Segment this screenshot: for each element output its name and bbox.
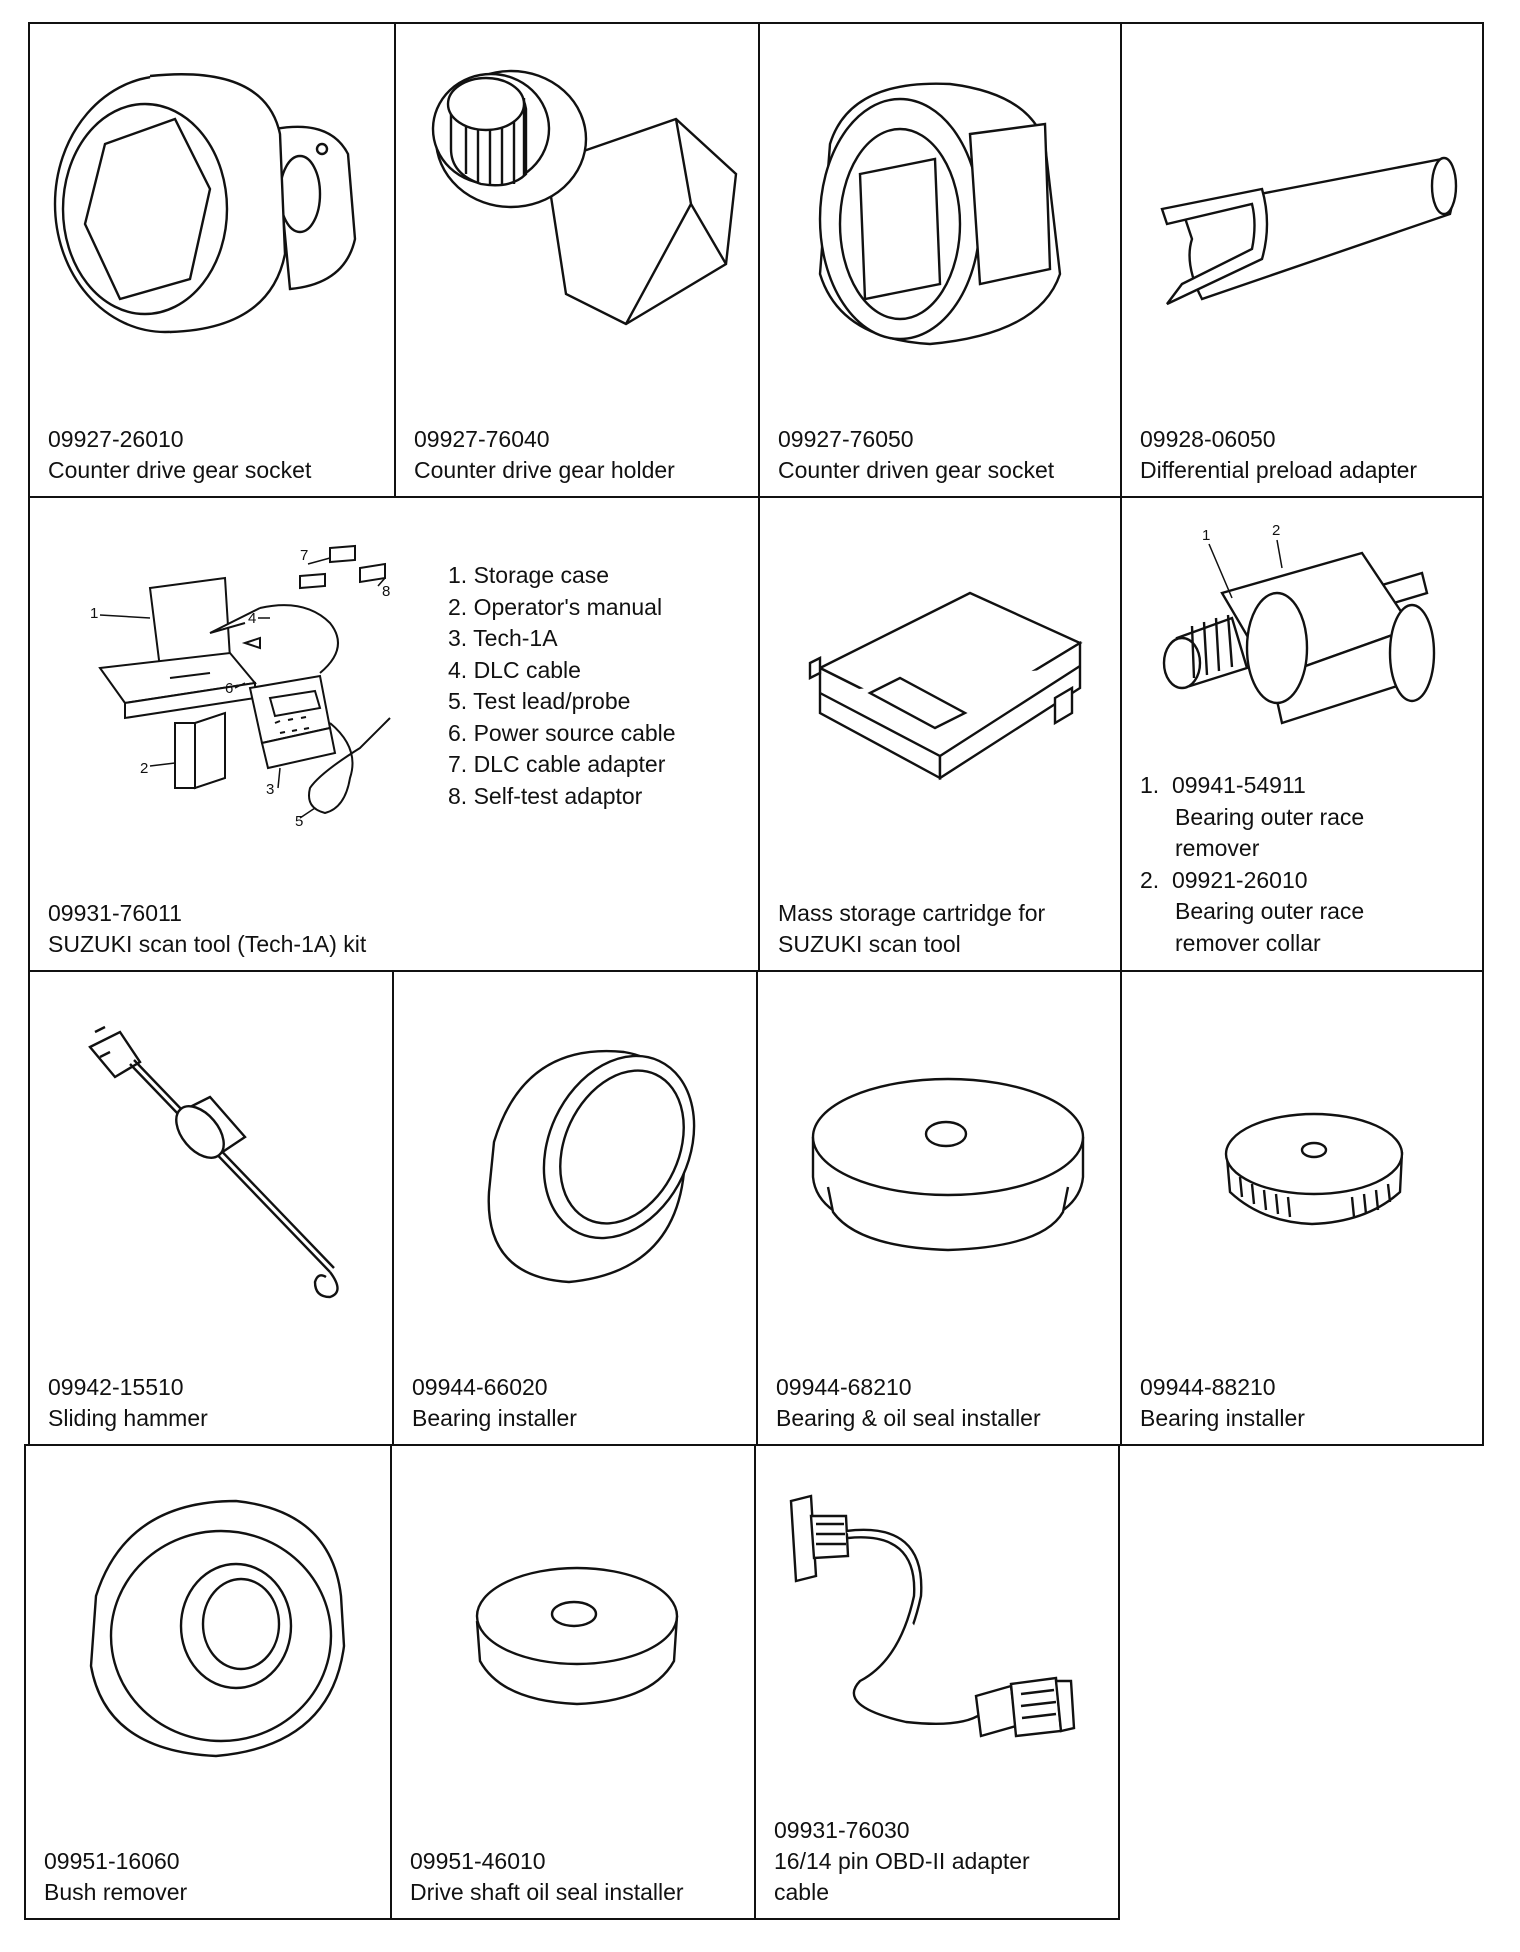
part-number: 09931-76011 [48, 900, 182, 926]
callout-1: 1 [90, 605, 98, 622]
knurled-disc-icon [1122, 972, 1482, 1302]
tool-caption: 09951-46010 Drive shaft oil seal install… [410, 1846, 684, 1908]
part-number: 09942-15510 [48, 1374, 184, 1400]
tool-cell-09931-76030: 09931-76030 16/14 pin OBD-II adapter cab… [754, 1444, 1120, 1920]
sliding-hammer-icon [30, 972, 392, 1302]
part-number: 09928-06050 [1140, 426, 1276, 452]
item-2-name: Bearing outer race [1175, 898, 1365, 924]
tool-caption: 09944-68210 Bearing & oil seal installer [776, 1372, 1041, 1434]
kit-item: 3. Tech-1A [448, 625, 558, 651]
tool-caption: 09942-15510 Sliding hammer [48, 1372, 208, 1434]
kit-item: 8. Self-test adaptor [448, 782, 643, 809]
part-number: 09951-16060 [44, 1848, 180, 1874]
bush-remover-icon [26, 1446, 390, 1776]
callout-6: 6 [225, 680, 233, 697]
tool-name: SUZUKI scan tool (Tech-1A) kit [48, 931, 367, 957]
tool-name: Bearing installer [412, 1405, 577, 1431]
callout-8: 8 [382, 583, 390, 600]
tool-name-line: Mass storage cartridge for [778, 900, 1046, 926]
tool-name: Differential preload adapter [1140, 457, 1418, 483]
tool-name-line: cable [774, 1879, 829, 1905]
kit-item: 2. Operator's manual [448, 593, 663, 620]
kit-item: 5. Test lead/probe [448, 688, 631, 714]
kit-item: 1. Storage case [448, 562, 610, 588]
kit-item: 6. Power source cable [448, 719, 676, 746]
tool-caption: 09928-06050 Differential preload adapter [1140, 424, 1417, 486]
tool-name: Counter drive gear holder [414, 457, 675, 483]
race-remover-icon: 1 2 [1122, 522, 1482, 758]
tool-name: Sliding hammer [48, 1405, 208, 1431]
callout-5: 5 [295, 813, 303, 830]
tool-cell-mass-storage-cartridge: Mass storage cartridge for SUZUKI scan t… [758, 496, 1122, 972]
tool-cell-09927-76040: 09927-76040 Counter drive gear holder [394, 22, 760, 498]
preload-adapter-icon [1122, 24, 1482, 354]
tool-caption: 09944-88210 Bearing installer [1140, 1372, 1305, 1434]
tool-name: Counter driven gear socket [778, 457, 1055, 483]
hex-socket-icon [30, 24, 394, 354]
kit-item: 7. DLC cable adapter [448, 751, 666, 777]
tool-caption: 09931-76030 16/14 pin OBD-II adapter cab… [774, 1815, 1030, 1908]
item-2-code: 2. 09921-26010 [1140, 866, 1308, 893]
tool-cell-bearing-outer-race-remover: 1 2 1. 09941-54911 Bearing outer race re… [1120, 496, 1484, 972]
callout-4: 4 [248, 610, 256, 627]
driven-socket-icon [760, 24, 1120, 354]
item-1-code: 1. 09941-54911 [1140, 772, 1306, 798]
part-number: 09944-66020 [412, 1374, 548, 1400]
part-number: 09931-76030 [774, 1817, 910, 1843]
tool-caption: 09927-26010 Counter drive gear socket [48, 424, 311, 486]
tool-cell-09944-88210: 09944-88210 Bearing installer [1120, 970, 1484, 1446]
part-number: 09927-26010 [48, 426, 184, 452]
cartridge-icon [760, 498, 1120, 828]
tool-cell-09951-46010: 09951-46010 Drive shaft oil seal install… [390, 1444, 756, 1920]
tool-cell-09951-16060: 09951-16060 Bush remover [24, 1444, 392, 1920]
flat-disc-icon [392, 1446, 754, 1776]
callout-1: 1 [1202, 527, 1210, 544]
part-number: 09944-88210 [1140, 1374, 1276, 1400]
ring-installer-icon [394, 972, 756, 1302]
tool-name: Counter drive gear socket [48, 457, 312, 483]
callout-2: 2 [140, 760, 148, 777]
splined-holder-icon [396, 24, 758, 354]
part-number: 09944-68210 [776, 1374, 912, 1400]
tool-cell-09927-26010: 09927-26010 Counter drive gear socket [28, 22, 396, 498]
stepped-disc-icon [758, 972, 1120, 1302]
tool-cell-09931-76011: 1 2 3 4 5 6 7 8 1. Storage case 2. Opera… [28, 496, 760, 972]
callout-3: 3 [266, 781, 274, 798]
item-2-name: remover collar [1175, 929, 1321, 956]
tool-name: Drive shaft oil seal installer [410, 1879, 684, 1905]
tool-caption: Mass storage cartridge for SUZUKI scan t… [778, 898, 1045, 960]
bearing-remover-items: 1. 09941-54911 Bearing outer race remove… [1140, 770, 1364, 959]
tool-caption: 09927-76040 Counter drive gear holder [414, 424, 675, 486]
tool-cell-09928-06050: 09928-06050 Differential preload adapter [1120, 22, 1484, 498]
tool-name: Bearing installer [1140, 1405, 1305, 1431]
tool-caption: 09927-76050 Counter driven gear socket [778, 424, 1054, 486]
tool-cell-09944-68210: 09944-68210 Bearing & oil seal installer [756, 970, 1122, 1446]
tool-cell-09942-15510: 09942-15510 Sliding hammer [28, 970, 394, 1446]
kit-item: 4. DLC cable [448, 656, 581, 683]
tool-caption: 09944-66020 Bearing installer [412, 1372, 577, 1434]
callout-7: 7 [300, 547, 308, 564]
tool-cell-09944-66020: 09944-66020 Bearing installer [392, 970, 758, 1446]
kit-contents-list: 1. Storage case 2. Operator's manual 3. … [448, 560, 676, 812]
obd-cable-icon [756, 1446, 1118, 1776]
part-number: 09927-76050 [778, 426, 914, 452]
tool-name: Bearing & oil seal installer [776, 1405, 1041, 1431]
tool-name-line: 16/14 pin OBD-II adapter [774, 1848, 1030, 1874]
scan-tool-kit-icon: 1 2 3 4 5 6 7 8 [90, 498, 450, 830]
tool-caption: 09931-76011 SUZUKI scan tool (Tech-1A) k… [48, 898, 366, 960]
tool-caption: 09951-16060 Bush remover [44, 1846, 187, 1908]
tool-cell-09927-76050: 09927-76050 Counter driven gear socket [758, 22, 1122, 498]
callout-2: 2 [1272, 522, 1280, 539]
tool-name-line: SUZUKI scan tool [778, 931, 961, 957]
tool-name: Bush remover [44, 1879, 188, 1905]
item-1-name: remover [1175, 835, 1260, 861]
part-number: 09951-46010 [410, 1848, 546, 1874]
item-1-name: Bearing outer race [1175, 803, 1365, 830]
part-number: 09927-76040 [414, 426, 550, 452]
